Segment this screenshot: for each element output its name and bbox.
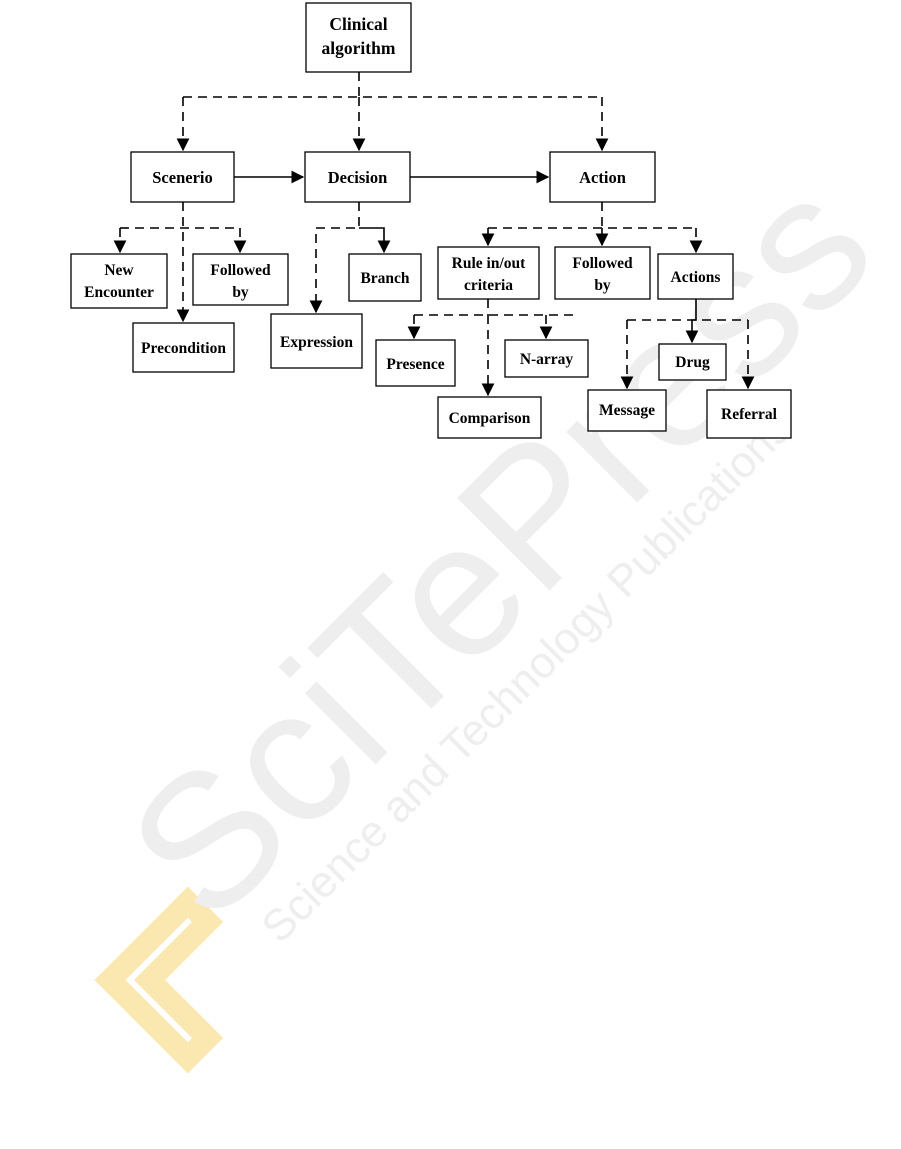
node-label: New: [104, 262, 134, 279]
node-precondition: Precondition: [133, 323, 234, 372]
edge-action-bus: [488, 202, 696, 228]
node-presence: Presence: [376, 340, 455, 386]
node-label: by: [232, 284, 249, 301]
edge-rule-bus: [414, 299, 574, 315]
node-decision: Decision: [305, 152, 410, 202]
node-label: Comparison: [449, 410, 531, 427]
node-label: Encounter: [84, 284, 154, 301]
node-label: Precondition: [141, 340, 226, 357]
node-actions: Actions: [658, 254, 733, 299]
node-label: Presence: [386, 356, 444, 373]
edge-algorithm-bus: [183, 72, 602, 97]
node-label: Message: [599, 402, 655, 419]
node-label: Clinical: [329, 14, 387, 34]
node-label: N-array: [520, 351, 574, 368]
node-label: Action: [579, 168, 626, 187]
node-message: Message: [588, 390, 666, 431]
node-label: Drug: [675, 354, 710, 371]
node-followed-by-action: Followed by: [555, 247, 650, 299]
node-label: Scenerio: [152, 168, 212, 187]
node-label: Actions: [671, 269, 721, 286]
node-label: Followed: [572, 255, 633, 272]
node-label: Decision: [328, 168, 388, 187]
node-comparison: Comparison: [438, 397, 541, 438]
node-scenerio: Scenerio: [131, 152, 234, 202]
node-new-encounter: New Encounter: [71, 254, 167, 308]
node-branch: Branch: [349, 254, 421, 301]
node-label: criteria: [464, 277, 513, 294]
node-label: Branch: [360, 270, 409, 287]
edge-decision-to-branch: [359, 228, 384, 252]
node-n-array: N-array: [505, 340, 588, 377]
node-label: Rule in/out: [452, 255, 526, 272]
node-label: algorithm: [322, 38, 396, 58]
node-clinical-algorithm: Clinical algorithm: [306, 3, 411, 72]
node-label: Referral: [721, 406, 778, 423]
node-followed-by-scenerio: Followed by: [193, 254, 288, 305]
node-referral: Referral: [707, 390, 791, 438]
node-label: Followed: [210, 262, 271, 279]
node-label: Expression: [280, 334, 353, 351]
node-rule-criteria: Rule in/out criteria: [438, 247, 539, 299]
node-expression: Expression: [271, 314, 362, 368]
node-action: Action: [550, 152, 655, 202]
node-label: by: [594, 277, 611, 294]
node-drug: Drug: [659, 344, 726, 380]
